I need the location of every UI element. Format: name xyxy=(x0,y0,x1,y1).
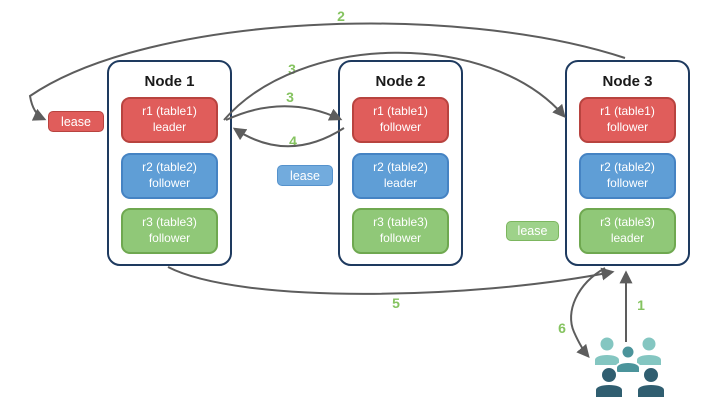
replica-node3-r3: r3 (table3) leader xyxy=(579,208,676,254)
lease-badge-red: lease xyxy=(48,111,104,132)
replica-role: follower xyxy=(148,231,191,245)
replica-node2-r3: r3 (table3) follower xyxy=(352,208,449,254)
replica-role: leader xyxy=(152,120,187,134)
node-2: Node 2 r1 (table1) follower r2 (table2) … xyxy=(338,60,463,266)
replica-node3-r1: r1 (table1) follower xyxy=(579,97,676,143)
replica-label: r1 (table1) xyxy=(142,104,197,119)
node-title: Node 1 xyxy=(144,73,195,90)
node-1: Node 1 r1 (table1) leader r2 (table2) fo… xyxy=(107,60,232,266)
replica-label: r2 (table2) xyxy=(600,160,655,175)
replica-label: r3 (table3) xyxy=(600,215,655,230)
replica-node1-r3: r3 (table3) follower xyxy=(121,208,218,254)
arrow-step-3-to-node2 xyxy=(225,105,343,121)
lease-badge-green: lease xyxy=(506,221,559,241)
replica-label: r3 (table3) xyxy=(373,215,428,230)
node-3: Node 3 r1 (table1) follower r2 (table2) … xyxy=(565,60,690,266)
users-icon xyxy=(593,335,666,399)
node-title: Node 2 xyxy=(375,73,426,90)
step-label-2: 2 xyxy=(337,8,345,24)
replica-node1-r1: r1 (table1) leader xyxy=(121,97,218,143)
step-label-3a: 3 xyxy=(288,61,296,77)
node-title: Node 3 xyxy=(602,73,653,90)
replica-label: r2 (table2) xyxy=(142,160,197,175)
arrow-step-5 xyxy=(167,266,615,295)
replica-node3-r2: r2 (table2) follower xyxy=(579,153,676,199)
replica-role: follower xyxy=(148,176,191,190)
replica-role: follower xyxy=(379,120,422,134)
step-label-3b: 3 xyxy=(286,89,294,105)
replica-role: leader xyxy=(610,231,645,245)
step-label-6: 6 xyxy=(558,320,566,336)
replica-label: r3 (table3) xyxy=(142,215,197,230)
replica-label: r2 (table2) xyxy=(373,160,428,175)
replica-node2-r1: r1 (table1) follower xyxy=(352,97,449,143)
step-label-5: 5 xyxy=(392,295,400,311)
step-label-1: 1 xyxy=(637,297,645,313)
replica-role: leader xyxy=(383,176,418,190)
replica-node2-r2: r2 (table2) leader xyxy=(352,153,449,199)
replica-node1-r2: r2 (table2) follower xyxy=(121,153,218,199)
replica-label: r1 (table1) xyxy=(600,104,655,119)
replica-role: follower xyxy=(379,231,422,245)
lease-badge-blue: lease xyxy=(277,165,333,186)
replica-role: follower xyxy=(606,176,649,190)
replica-label: r1 (table1) xyxy=(373,104,428,119)
replica-role: follower xyxy=(606,120,649,134)
step-label-4: 4 xyxy=(289,133,297,149)
